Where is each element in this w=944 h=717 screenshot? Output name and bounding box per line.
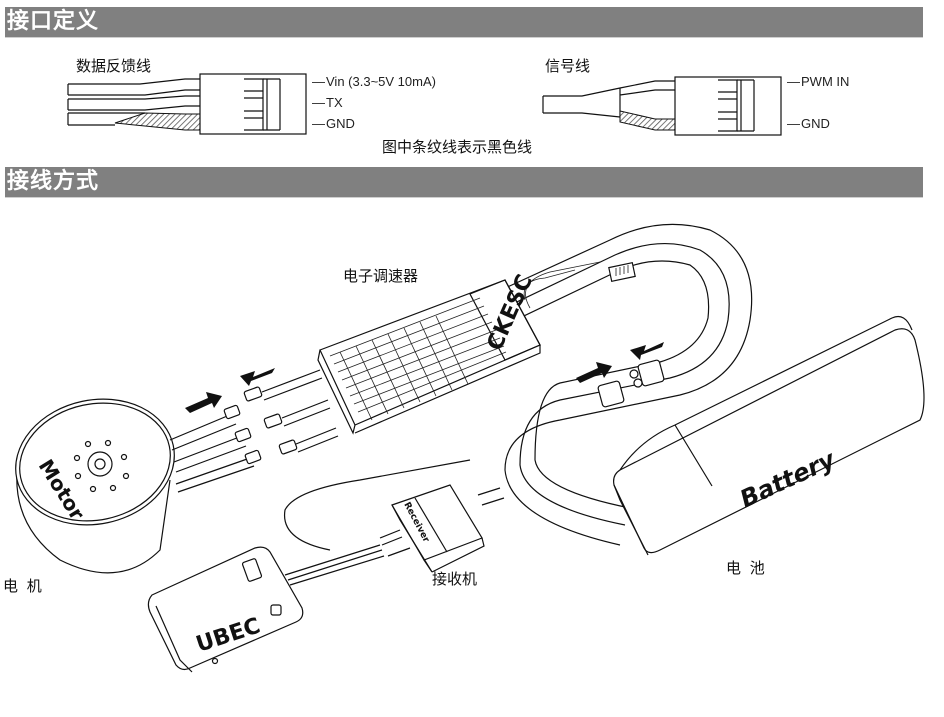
receiver-illustration: Receiver (283, 459, 505, 573)
signal-connector-illustration (542, 76, 782, 136)
battery-label: 电 池 (726, 559, 767, 577)
receiver-label: 接收机 (432, 570, 478, 588)
pin-label-signal-gnd: GND (787, 116, 830, 131)
motor-label: 电 机 (3, 577, 44, 595)
section-title: 接口定义 (7, 9, 100, 34)
pin-label-gnd: GND (312, 116, 355, 131)
motor-illustration: Motor (15, 398, 262, 574)
section-title: 接线方式 (7, 169, 100, 194)
pin-label-tx: TX (312, 95, 343, 110)
signal-connector-title: 信号线 (545, 57, 591, 75)
hatch-note: 图中条纹线表示黑色线 (382, 138, 533, 156)
esc-label: 电子调速器 (343, 267, 419, 285)
ubec-illustration: UBEC (147, 544, 385, 673)
section-header-wiring: 接线方式 (5, 167, 923, 198)
feedback-connector-illustration (67, 73, 307, 135)
arrow-icon (185, 342, 664, 413)
feedback-connector-title: 数据反馈线 (76, 57, 152, 75)
pin-label-pwm-in: PWM IN (787, 74, 849, 89)
section-header-interface: 接口定义 (5, 7, 923, 38)
pin-label-vin: Vin (3.3~5V 10mA) (312, 74, 436, 89)
esc-illustration: CKESC (243, 271, 541, 455)
xt-connector (597, 359, 665, 408)
esc-cable-loop (489, 223, 753, 546)
battery-illustration: Battery (613, 315, 925, 556)
